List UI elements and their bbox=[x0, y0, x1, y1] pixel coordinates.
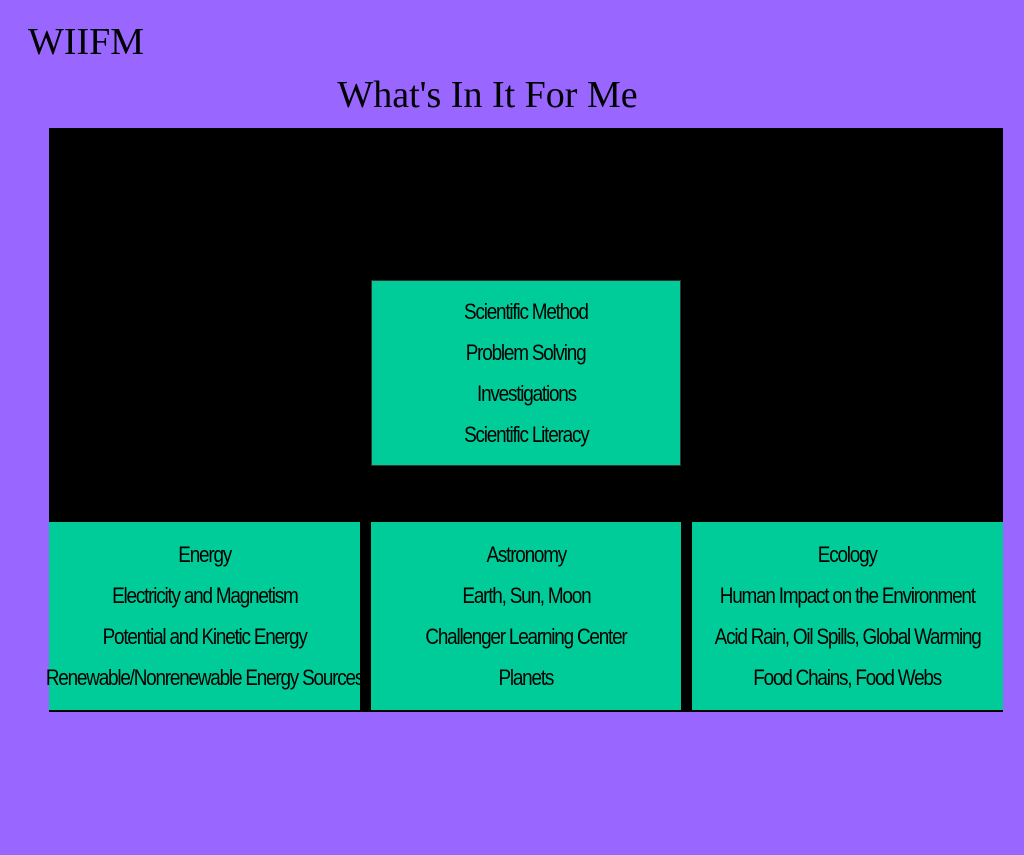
astronomy-box: Astronomy Earth, Sun, Moon Challenger Le… bbox=[371, 522, 681, 710]
astronomy-topic-line: Earth, Sun, Moon bbox=[462, 583, 591, 608]
core-skill-line: Investigations bbox=[476, 381, 577, 406]
astronomy-topic-line: Planets bbox=[498, 665, 555, 690]
slide-title: WIIFM bbox=[28, 21, 145, 63]
ecology-box: Ecology Human Impact on the Environment … bbox=[692, 522, 1003, 710]
energy-heading: Energy bbox=[178, 542, 232, 567]
core-skill-line: Problem Solving bbox=[466, 340, 587, 365]
ecology-topic-line: Food Chains, Food Webs bbox=[753, 665, 943, 690]
energy-topic-line: Potential and Kinetic Energy bbox=[102, 624, 307, 649]
core-skill-line: Scientific Method bbox=[464, 299, 589, 324]
ecology-topic-line: Acid Rain, Oil Spills, Global Warming bbox=[714, 624, 982, 649]
energy-box: Energy Electricity and Magnetism Potenti… bbox=[45, 522, 364, 710]
core-skill-line: Scientific Literacy bbox=[463, 422, 590, 447]
slide-subtitle: What's In It For Me bbox=[337, 74, 638, 116]
core-skills-box: Scientific Method Problem Solving Invest… bbox=[371, 280, 681, 466]
astronomy-topic-line: Challenger Learning Center bbox=[425, 624, 627, 649]
topic-diagram: Scientific Method Problem Solving Invest… bbox=[45, 128, 1003, 712]
energy-topic-line: Renewable/Nonrenewable Energy Sources bbox=[45, 665, 364, 690]
ecology-topic-line: Human Impact on the Environment bbox=[719, 583, 976, 608]
energy-topic-line: Electricity and Magnetism bbox=[111, 583, 299, 608]
ecology-heading: Ecology bbox=[818, 542, 878, 567]
astronomy-heading: Astronomy bbox=[486, 542, 567, 567]
